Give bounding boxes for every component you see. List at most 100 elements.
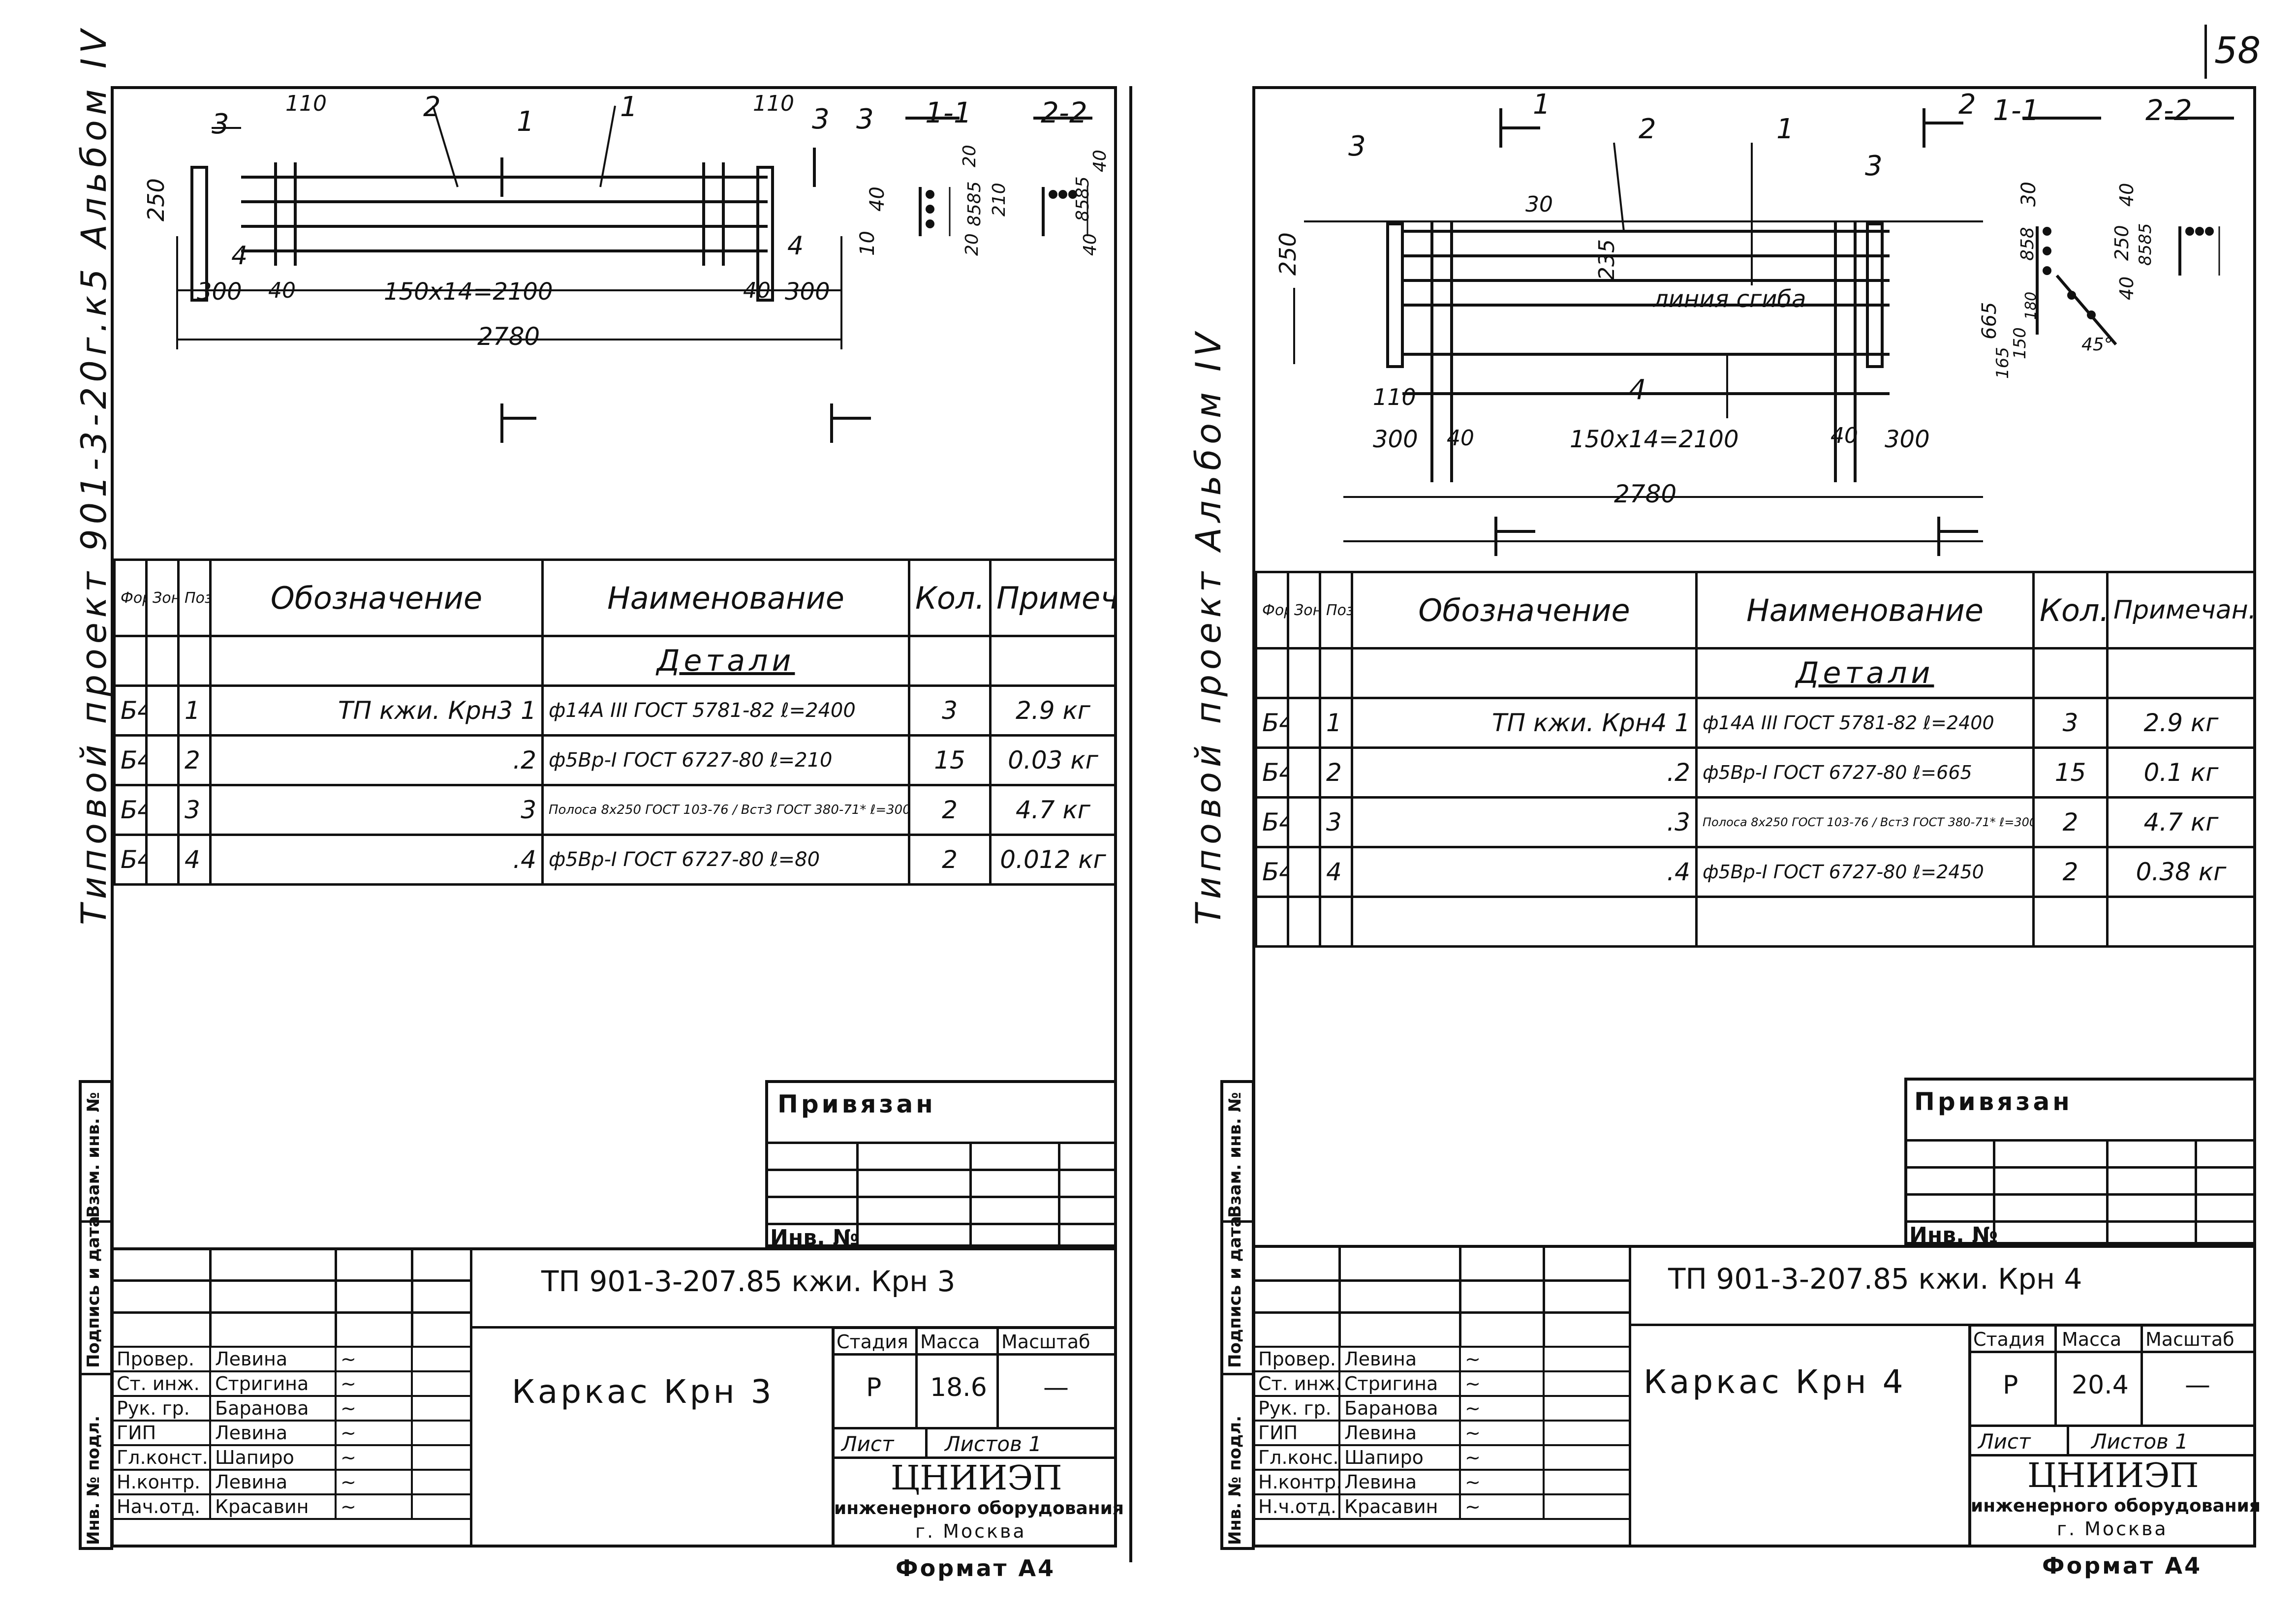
divider [1993, 1139, 1995, 1245]
sheet-left-mass: 18.6 [930, 1373, 987, 1402]
spec-group-row: Детали [1255, 647, 2256, 699]
sheet-right-s2-40b: 40 [2116, 276, 2138, 300]
sheet-right-dim-40b: 40 [1831, 423, 1858, 448]
spec-header-zone: Зона [1287, 571, 1321, 650]
sheet-right-s2-40a: 40 [2116, 183, 2138, 207]
sheet-left-scale-header: Масштаб [1001, 1331, 1090, 1353]
sheet-right-pos-2: 2 [1639, 113, 1656, 145]
sheet-left-dim-110a: 110 [285, 91, 327, 116]
divider [1968, 1351, 2256, 1353]
sheet-right-section-2-2: 2-2 [2145, 93, 2192, 127]
sheet-left-org: ЦНИИЭП [891, 1459, 1062, 1498]
table-row [1255, 896, 2256, 948]
divider [925, 1427, 928, 1456]
signature: ~ [335, 1346, 413, 1372]
sheet-left-dim-40a: 40 [268, 278, 296, 303]
spec-header-designation: Обозначение [209, 558, 544, 637]
signature: ~ [335, 1420, 413, 1446]
sheet-right-sheets-header: Листов 1 [2091, 1429, 2188, 1454]
divider [1338, 1245, 1341, 1346]
staff-row: Рук. гр.Баранова~ [111, 1395, 472, 1422]
sheet-right-doc-name: Каркас Крн 4 [1644, 1363, 1906, 1401]
divider [1459, 1245, 1461, 1346]
sheet-right-s2-250: 250 [2111, 225, 2133, 261]
sheet-right-dim-250: 250 [1274, 232, 1301, 276]
divider [79, 1373, 113, 1375]
divider [2195, 1139, 2197, 1245]
sheet-left-pos-1-cut: 1 [517, 106, 534, 138]
spec-header-designation: Обозначение [1351, 571, 1698, 650]
divider [2141, 1324, 2143, 1424]
sheet-left-dim-2100: 150x14=2100 [384, 278, 553, 306]
sheet-right-scale: — [2185, 1370, 2210, 1400]
page-number-mark [2204, 25, 2207, 79]
signature: ~ [335, 1370, 413, 1397]
sheet-right-pos-1-cut: 1 [1533, 89, 1551, 121]
divider [996, 1326, 999, 1427]
sheet-left-s2-40b: 40 [1080, 233, 1100, 256]
staff-row: Нач.отд.Красавин~ [111, 1493, 472, 1520]
sheet-left-dim-s10: 10 [856, 231, 879, 256]
divider [2067, 1424, 2069, 1454]
divider [832, 1353, 1117, 1356]
sheet-left-city: г. Москва [915, 1520, 1026, 1542]
sheet-left-dim-s40: 40 [866, 186, 889, 212]
sheet-separator [1129, 86, 1132, 1562]
sheet-right-s2-8585: 8585 [2136, 223, 2155, 266]
sheet-left-s-20a: 20 [960, 145, 980, 167]
sheet-right-doc-code: ТП 901-3-207.85 кжи. Крн 4 [1668, 1262, 2082, 1296]
sheet-right-city: г. Москва [2057, 1518, 2168, 1540]
signature: ~ [1459, 1493, 1545, 1520]
sheet-left-org2: инженерного оборудования [834, 1498, 1124, 1518]
divider [1904, 1139, 2256, 1142]
sheet-left-side-col-2: Подпись и дата [84, 1216, 103, 1368]
signature: ~ [335, 1493, 413, 1520]
divider [1904, 1220, 2256, 1223]
staff-row: Провер.Левина~ [111, 1346, 472, 1372]
divider [765, 1142, 1117, 1144]
divider [832, 1456, 1117, 1459]
divider [856, 1142, 859, 1247]
sheet-right-s-180: 180 [2022, 291, 2040, 320]
divider [470, 1326, 1117, 1329]
spec-header-format: Формат [113, 558, 148, 637]
sheet-left-section-2-2: 2-2 [1041, 96, 1087, 129]
sheet-left-format: Формат А4 [896, 1555, 1056, 1581]
signature: ~ [335, 1444, 413, 1471]
sheet-left-sheet-header: Лист [841, 1432, 894, 1456]
spec-header-pos: Поз. [1319, 571, 1353, 650]
divider [765, 1223, 1117, 1225]
divider [1904, 1166, 2256, 1169]
staff-row: Гл.конст.Шапиро~ [111, 1444, 472, 1471]
signature: ~ [1459, 1395, 1545, 1422]
spec-group-row: Детали [113, 635, 1117, 687]
sheet-right-s-45: 45° [2081, 335, 2113, 355]
sheet-right-side-title: Типовой проект Альбом IV [1188, 328, 1229, 925]
sheet-right-org: ЦНИИЭП [2027, 1456, 2199, 1495]
divider [2106, 1139, 2109, 1245]
sheet-right-staff-table: Провер.Левина~ Ст. инж.Стригина~ Рук. гр… [1252, 1346, 1631, 1520]
divider [470, 1247, 472, 1548]
sheet-right-pos-3b: 3 [1865, 150, 1883, 182]
sheet-left-inv-no: Инв. № [770, 1225, 859, 1250]
staff-row: Ст. инж.Стригина~ [111, 1370, 472, 1397]
sheet-right-side-col-1: Инв. № подл. [1225, 1415, 1245, 1545]
page-number: 58 [2214, 30, 2261, 72]
divider [411, 1247, 413, 1346]
sheet-left-scale: — [1043, 1373, 1069, 1402]
divider [111, 1311, 470, 1314]
sheet-right-scale-header: Масштаб [2145, 1329, 2234, 1350]
sheet-right-dim-110: 110 [1373, 384, 1416, 410]
sheet-right-s-165: 165 [1993, 347, 2013, 379]
spec-header-qty: Кол. [2032, 571, 2109, 650]
divider [209, 1247, 212, 1346]
sheet-left-side-col-1: Инв. № подл. [84, 1415, 103, 1545]
sheet-right-org2: инженерного оборудования [1971, 1496, 2261, 1516]
sheet-right-dim-40a: 40 [1447, 426, 1474, 451]
sheet-right-s-858: 858 [2017, 227, 2038, 261]
sheet-left-doc-code: ТП 901-3-207.85 кжи. Крн 3 [541, 1265, 956, 1298]
